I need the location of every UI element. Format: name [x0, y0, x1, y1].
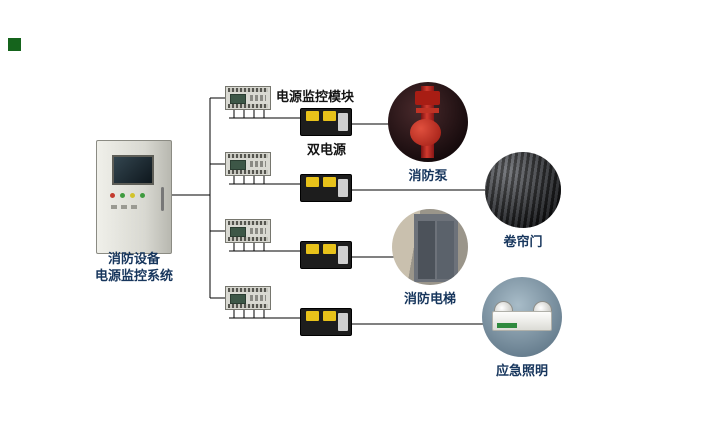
- module-buttons: [250, 295, 266, 301]
- module-screen: [230, 294, 246, 304]
- ats-label-panel: [338, 246, 348, 264]
- ats-terminal-cap: [306, 177, 319, 187]
- elevator-door-left: [418, 221, 435, 279]
- ats-terminal-cap: [323, 177, 336, 187]
- cabinet-label-line2: 电源监控系统: [94, 268, 173, 283]
- dual-power-switch: [300, 174, 352, 202]
- emergency-light-body: [492, 311, 552, 331]
- module-terminals-top: [228, 88, 268, 92]
- ats-label-panel: [338, 313, 348, 331]
- cabinet-indicator-green2: [140, 193, 145, 198]
- roller-door-shading: [485, 152, 561, 228]
- cabinet-display-screen: [112, 155, 154, 185]
- ats-terminal-cap: [306, 111, 319, 121]
- device-label-fire-pump: 消防泵: [408, 168, 448, 183]
- cabinet-indicator-yellow: [130, 193, 135, 198]
- device-label-emergency-light: 应急照明: [495, 363, 548, 378]
- cabinet-indicator-green: [120, 193, 125, 198]
- fire-elevator-photo: [392, 209, 468, 285]
- power-monitor-module: [225, 152, 271, 176]
- fire-pump-photo: [388, 82, 468, 162]
- cabinet-label: 消防设备 电源监控系统: [74, 250, 194, 284]
- module-label: 电源监控模块: [276, 89, 355, 104]
- ats-terminal-cap: [306, 244, 319, 254]
- cabinet-handle: [161, 187, 164, 211]
- ats-label-panel: [338, 113, 348, 131]
- pump-flange: [416, 108, 439, 113]
- module-buttons: [250, 161, 266, 167]
- power-monitor-module: [225, 286, 271, 310]
- power-monitor-module: [225, 219, 271, 243]
- ats-terminal-cap: [323, 244, 336, 254]
- cabinet-label-line1: 消防设备: [107, 251, 160, 266]
- dual-power-switch: [300, 308, 352, 336]
- ats-terminal-cap: [306, 311, 319, 321]
- emergency-light-photo: [482, 277, 562, 357]
- device-label-fire-elevator: 消防电梯: [403, 291, 456, 306]
- module-terminals-bottom: [228, 304, 268, 308]
- cabinet-indicator-red: [110, 193, 115, 198]
- elevator-door-right: [437, 221, 454, 279]
- cabinet-key-button: [111, 205, 117, 209]
- module-terminals-bottom: [228, 237, 268, 241]
- module-buttons: [250, 95, 266, 101]
- module-terminals-top: [228, 288, 268, 292]
- module-screen: [230, 227, 246, 237]
- logo-mark: [8, 38, 21, 51]
- pump-body: [410, 119, 441, 146]
- module-buttons: [250, 228, 266, 234]
- module-terminals-bottom: [228, 104, 268, 108]
- roller-door-photo: [485, 152, 561, 228]
- control-cabinet: [96, 140, 172, 254]
- emergency-light-stripe: [497, 323, 517, 328]
- dual-power-switch: [300, 241, 352, 269]
- ats-terminal-cap: [323, 111, 336, 121]
- module-terminals-top: [228, 154, 268, 158]
- module-screen: [230, 94, 246, 104]
- cabinet-key-button: [131, 205, 137, 209]
- power-monitor-module: [225, 86, 271, 110]
- module-terminals-bottom: [228, 170, 268, 174]
- dual-power-switch: [300, 108, 352, 136]
- device-label-roller-door: 卷帘门: [503, 234, 543, 249]
- ats-label-panel: [338, 179, 348, 197]
- cabinet-key-button: [121, 205, 127, 209]
- module-screen: [230, 160, 246, 170]
- module-terminals-top: [228, 221, 268, 225]
- pump-motor: [415, 91, 440, 105]
- ats-terminal-cap: [323, 311, 336, 321]
- dual-power-label: 双电源: [307, 142, 347, 157]
